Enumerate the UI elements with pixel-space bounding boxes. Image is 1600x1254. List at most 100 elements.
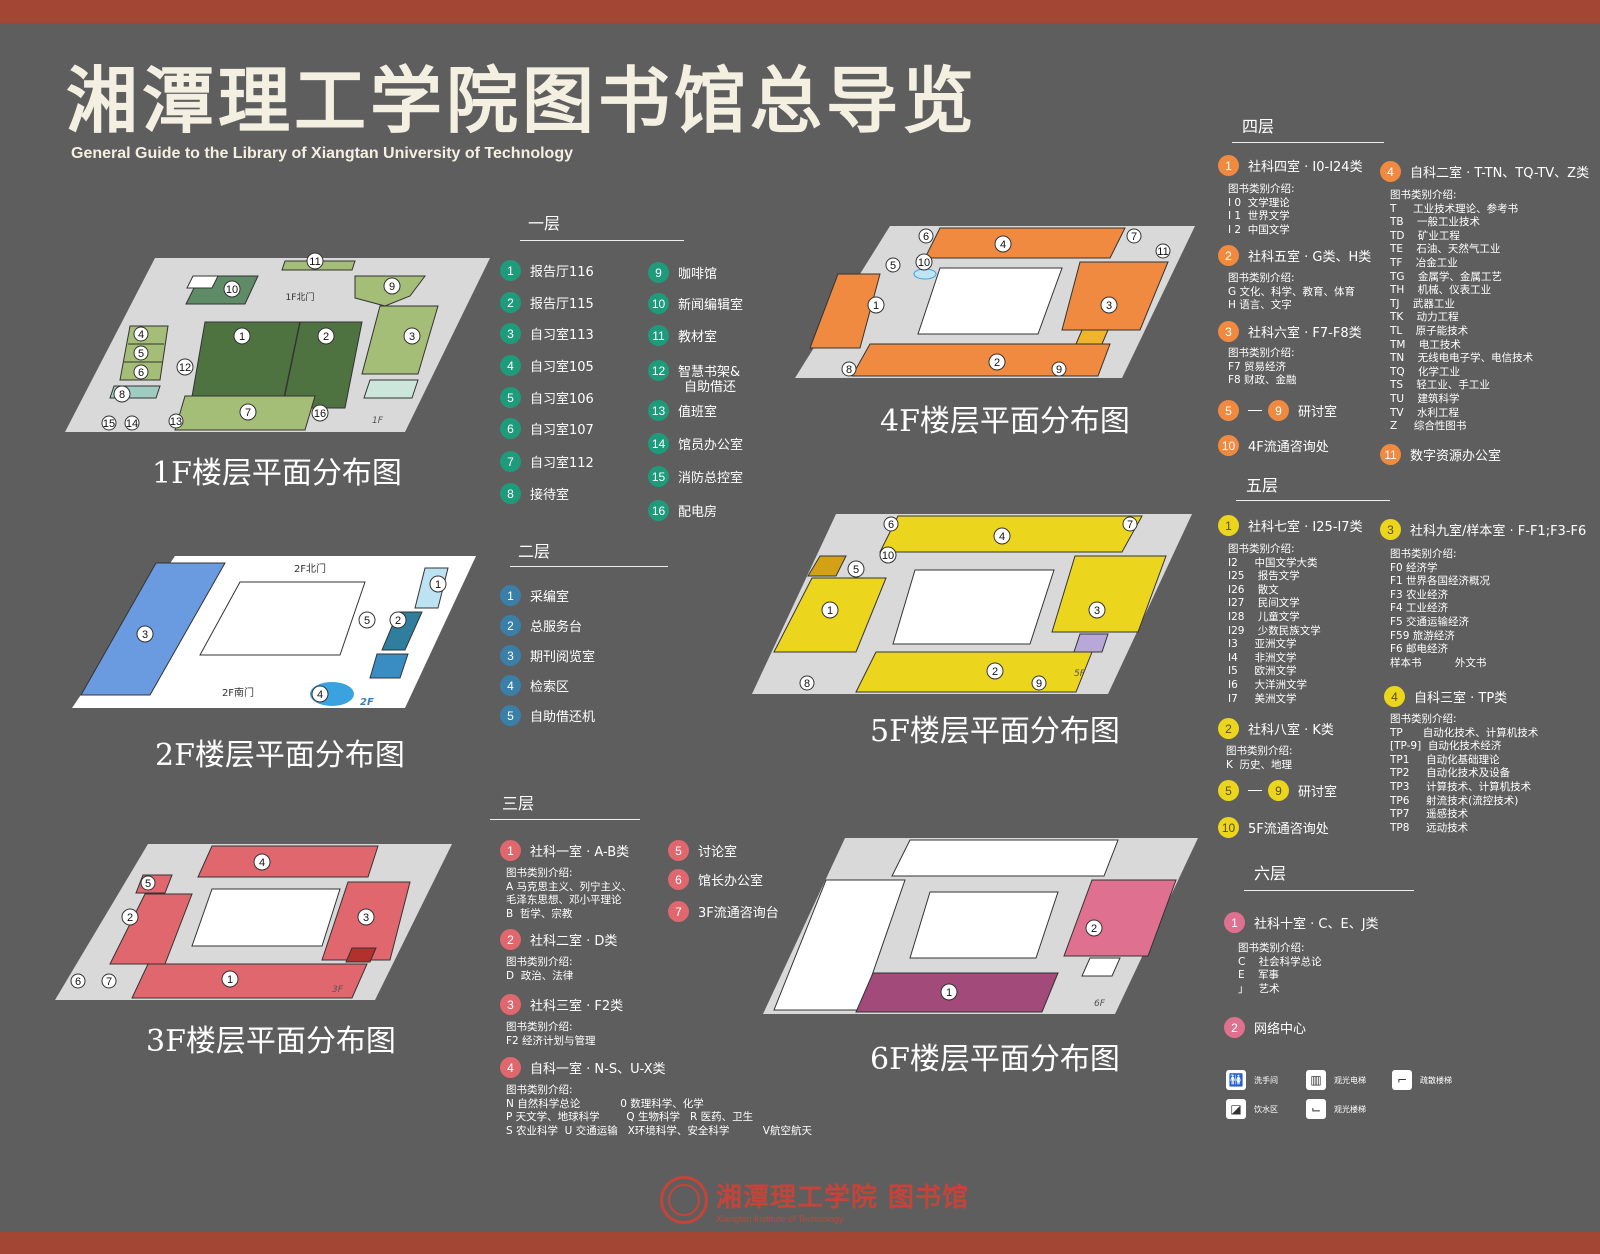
floor1-rule	[520, 240, 684, 241]
svg-text:5: 5	[138, 348, 144, 360]
logo-en: Xiangtan Institute of Technology	[716, 1213, 844, 1224]
svg-text:11: 11	[309, 256, 320, 268]
floor4-item-2-desc: 图书类别介绍: G 文化、科学、教育、体育 H 语言、文字	[1228, 272, 1355, 312]
floor5-caption: 5F楼层平面分布图	[870, 714, 1120, 749]
sightseeing-stairs-icon: ⌙	[1306, 1099, 1326, 1119]
svg-text:3: 3	[142, 629, 148, 641]
floor3-caption: 3F楼层平面分布图	[146, 1024, 396, 1059]
svg-text:4: 4	[317, 689, 323, 701]
svg-text:2: 2	[323, 331, 329, 343]
floor3-item-3-desc: 图书类别介绍: F2 经济计划与管理	[506, 1021, 596, 1047]
svg-text:7: 7	[1127, 519, 1133, 531]
floor3-tag: 3F	[332, 985, 344, 995]
svg-text:2: 2	[994, 357, 1000, 369]
svg-text:3: 3	[363, 912, 369, 924]
top-band	[0, 0, 1600, 23]
svg-text:3: 3	[1094, 605, 1100, 617]
university-seal-icon	[660, 1176, 708, 1224]
svg-text:8: 8	[119, 389, 125, 401]
svg-text:7: 7	[245, 407, 251, 419]
bottom-band	[0, 1232, 1600, 1254]
svg-text:10: 10	[882, 550, 894, 562]
floor6-caption: 6F楼层平面分布图	[870, 1042, 1120, 1077]
floor3-heading: 三层	[502, 794, 535, 813]
floor2-south-gate-label: 2F南门	[222, 686, 254, 699]
sightseeing-elevator-icon: ▥	[1306, 1070, 1326, 1090]
svg-text:2: 2	[1091, 923, 1097, 935]
legend-water: ◪饮水区	[1226, 1099, 1278, 1119]
floor4-item-3-desc: 图书类别介绍: F7 贸易经济 F8 财政、金融	[1228, 347, 1297, 387]
floor5-heading: 五层	[1246, 476, 1279, 495]
svg-text:1: 1	[946, 987, 952, 999]
svg-text:2: 2	[992, 666, 998, 678]
legend-evacuation-stairs: ⌐疏散楼梯	[1392, 1070, 1452, 1090]
floor4-map: 1 2 3 4 5 6 7 8 9 10 11	[795, 226, 1195, 378]
floor3-item-4-desc: 图书类别介绍: N 自然科学总论 0 数理科学、化学 P 天文学、地球科学 Q …	[506, 1084, 812, 1137]
floor2-map: 2F北门 2F南门 2F 1 2 3 4 5	[72, 556, 476, 708]
svg-text:6: 6	[888, 519, 894, 531]
legend-sightseeing-stairs: ⌙观光楼梯	[1306, 1099, 1366, 1119]
floor6-item-1-desc: 图书类别介绍: C 社会科学总论 E 军事 」 艺术	[1238, 942, 1322, 995]
floor3-item-2-desc: 图书类别介绍: D 政治、法律	[506, 956, 574, 982]
floor4-item-1-desc: 图书类别介绍: I 0 文学理论 I 1 世界文学 I 2 中国文学	[1228, 183, 1295, 236]
floor1-map: 1F北门 1F 1 2 3 4 5 6 7 8 9 10 11 12 13 14…	[65, 252, 490, 432]
svg-text:4: 4	[259, 857, 265, 869]
svg-text:10: 10	[918, 257, 930, 269]
svg-text:9: 9	[1056, 364, 1062, 376]
floor5-tag: 5F	[1074, 669, 1086, 679]
svg-text:1: 1	[239, 331, 245, 343]
svg-text:9: 9	[389, 281, 395, 293]
floor5-rule	[1236, 500, 1390, 501]
floor1-item-12-line2: 自助借还	[684, 380, 737, 395]
svg-text:8: 8	[804, 678, 810, 690]
svg-text:8: 8	[846, 364, 852, 376]
evacuation-stairs-icon: ⌐	[1392, 1070, 1412, 1090]
svg-text:6: 6	[75, 976, 81, 988]
floor1-caption: 1F楼层平面分布图	[152, 456, 402, 491]
floor4-rule	[1232, 142, 1384, 143]
svg-text:9: 9	[1036, 678, 1042, 690]
svg-text:4: 4	[999, 531, 1005, 543]
floor3-item-1-desc: 图书类别介绍: A 马克思主义、列宁主义、 毛泽东思想、邓小平理论 B 哲学、宗…	[506, 867, 633, 920]
svg-text:1: 1	[827, 605, 833, 617]
floor1-north-gate-label: 1F北门	[286, 291, 315, 303]
floor5-item-1-desc: 图书类别介绍: I2 中国文学大类 I25 报告文学 I26 散文 I27 民间…	[1228, 543, 1321, 705]
floor2-tag: 2F	[360, 697, 374, 708]
floor5-map: 5F 1 2 3 4 5 6 7 8 9 10	[752, 514, 1192, 694]
svg-text:14: 14	[126, 418, 138, 430]
svg-text:3: 3	[1106, 300, 1112, 312]
svg-text:12: 12	[179, 362, 191, 374]
floor6-rule	[1244, 890, 1414, 891]
page-title: 湘潭理工学院图书馆总导览	[66, 59, 979, 143]
svg-text:2: 2	[395, 615, 401, 627]
floor4-caption: 4F楼层平面分布图	[880, 404, 1130, 439]
svg-text:2: 2	[127, 912, 133, 924]
